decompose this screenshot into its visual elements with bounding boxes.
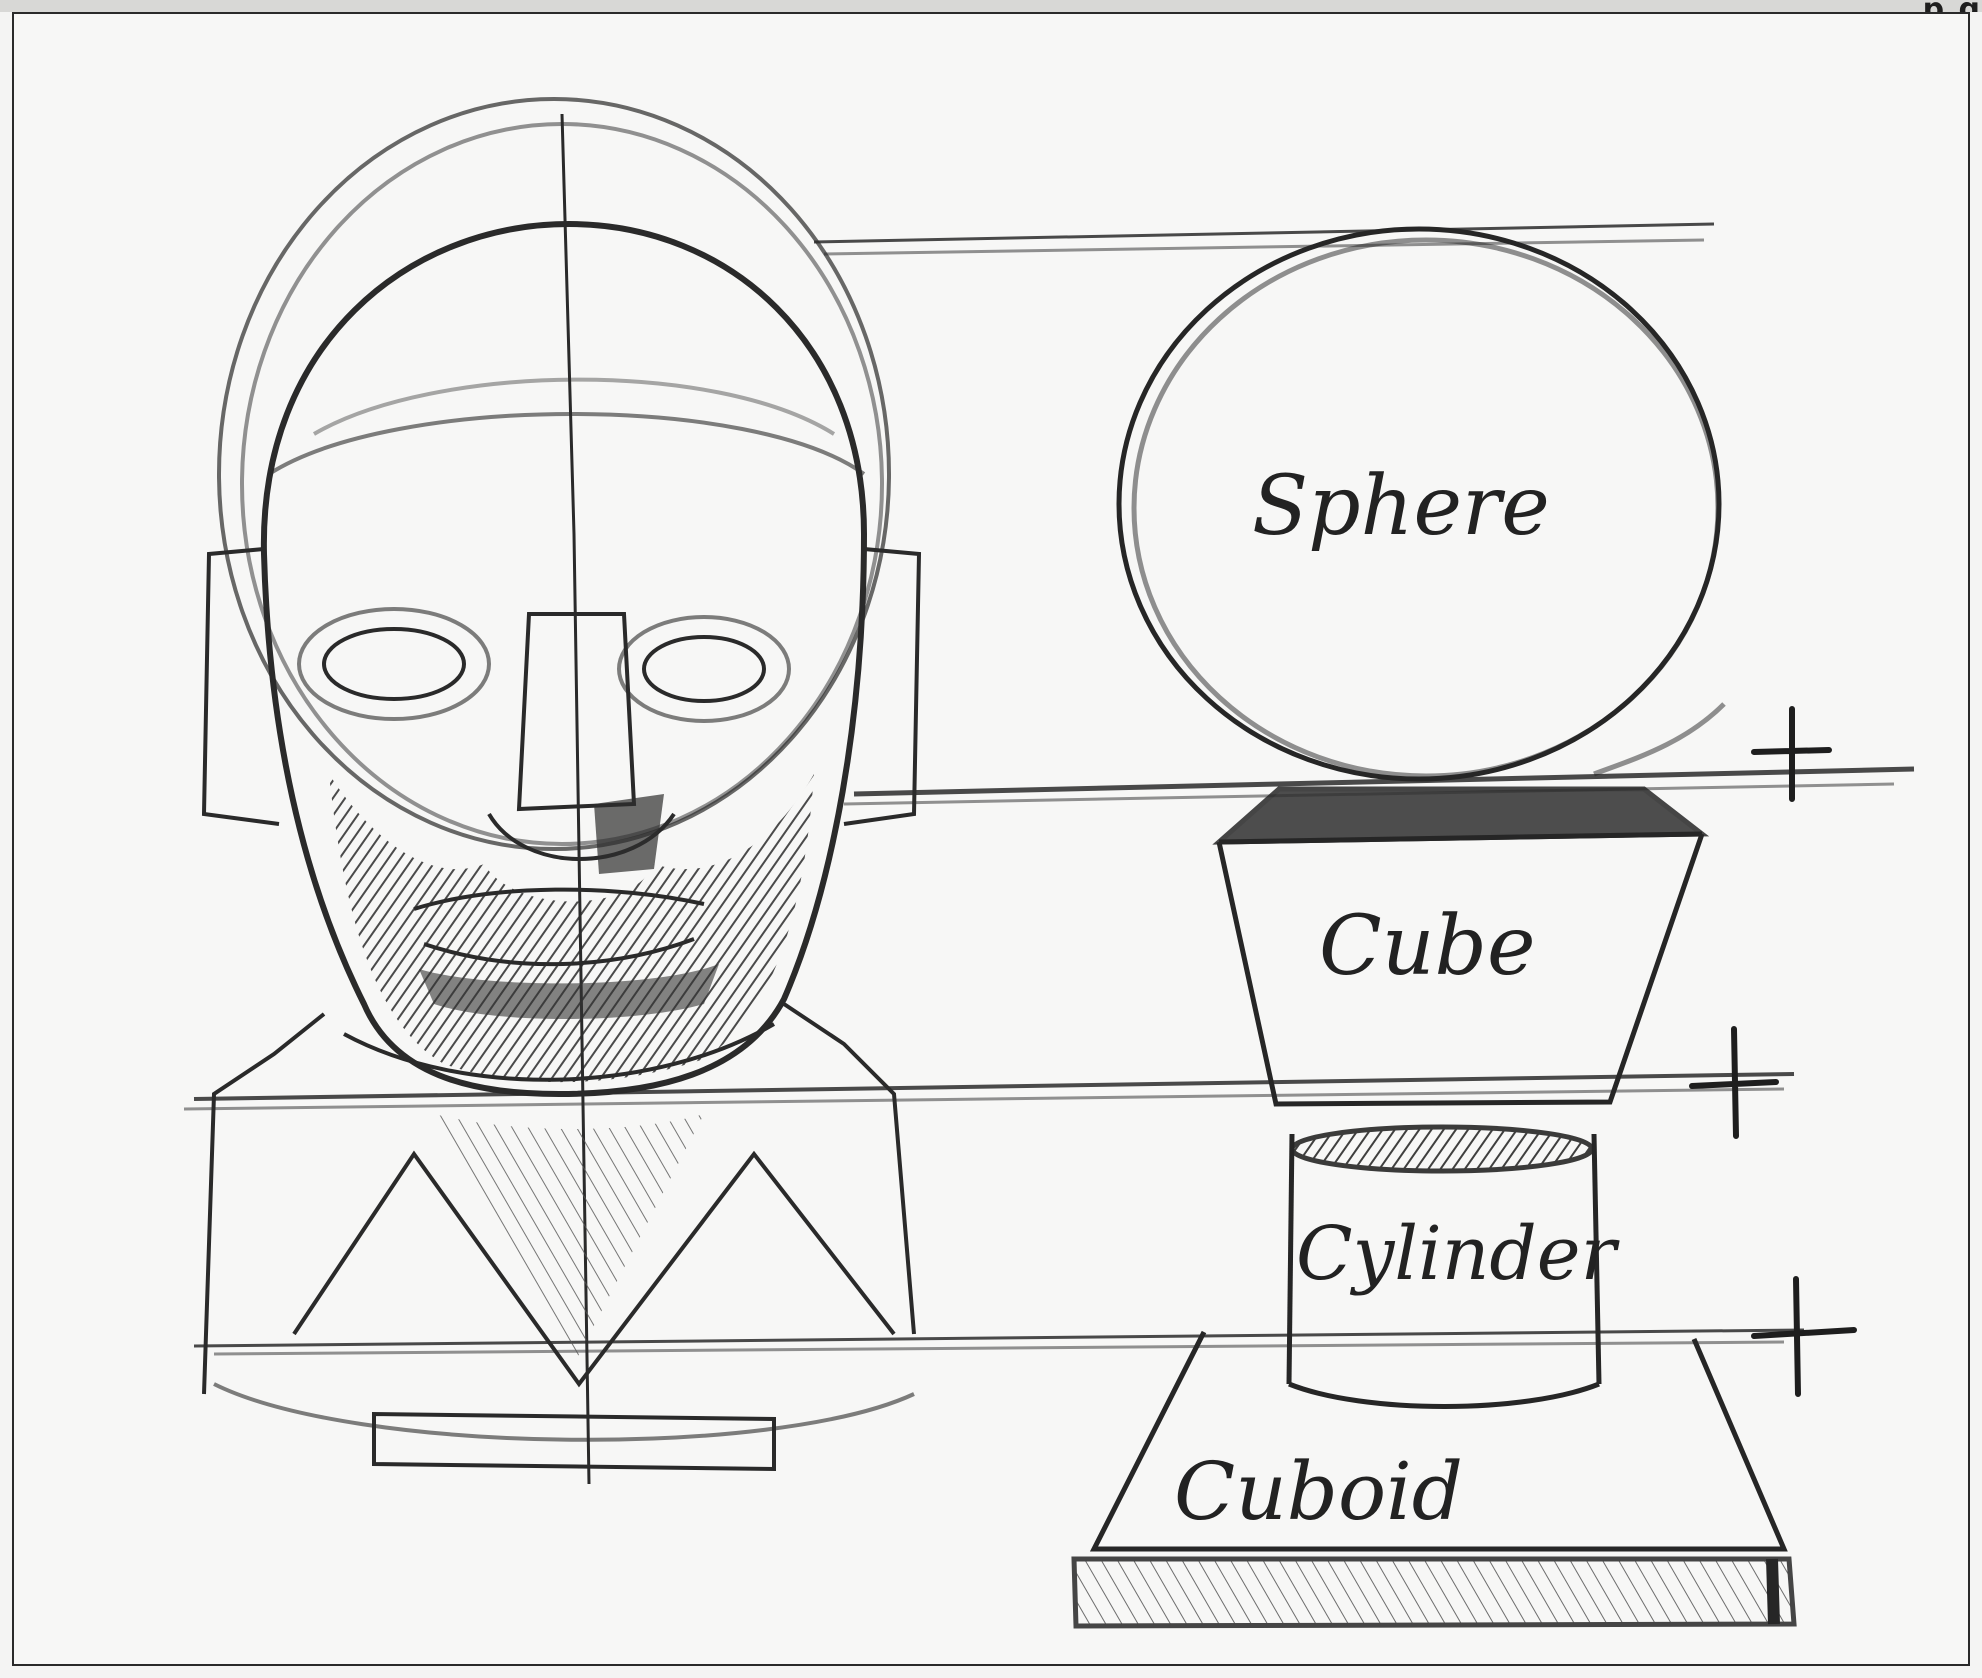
label-sphere: Sphere <box>1252 459 1550 554</box>
construction-lines <box>184 224 1914 1354</box>
head-shading <box>329 774 814 1364</box>
pencil-sketch: Sphere Cube Cylinder Cuboid <box>14 14 1970 1666</box>
sketch-paper: Sphere Cube Cylinder Cuboid <box>12 12 1970 1666</box>
plus-marks <box>1692 709 1854 1394</box>
cropped-caption: p g <box>1382 0 1982 12</box>
label-cylinder: Cylinder <box>1296 1211 1621 1297</box>
label-cuboid: Cuboid <box>1174 1445 1463 1538</box>
label-cube: Cube <box>1319 899 1536 994</box>
